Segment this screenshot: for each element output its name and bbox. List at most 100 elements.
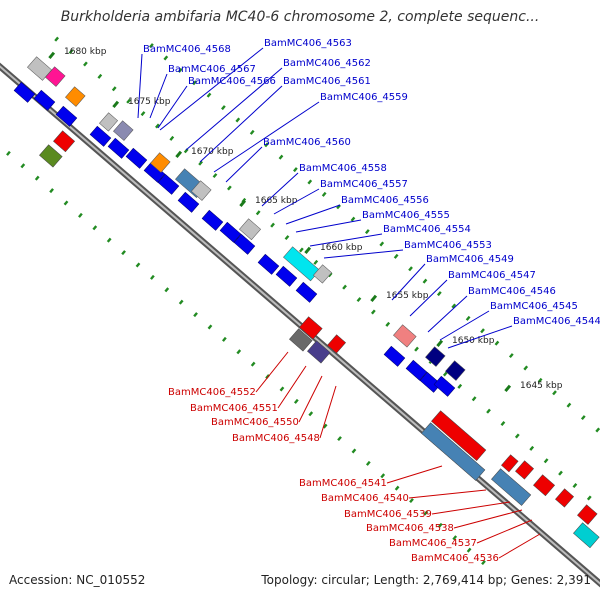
forward-label-leader xyxy=(447,325,513,349)
outer-ring-dots xyxy=(393,253,399,259)
reverse-ring-dots xyxy=(466,547,472,553)
reverse-ring-dots xyxy=(106,237,112,243)
forward-ring-dots xyxy=(169,135,175,141)
forward-gene-block xyxy=(383,345,406,367)
forward-gene-feature xyxy=(45,66,66,87)
forward-gene-block xyxy=(295,281,318,303)
forward-ring-dots xyxy=(313,259,319,265)
forward-label-leader xyxy=(391,263,426,301)
outer-ring-dots xyxy=(379,241,385,247)
reverse-ring-dots xyxy=(92,225,98,231)
reverse-gene-label: BamMC406_4552 xyxy=(168,387,256,398)
reverse-label-leader xyxy=(319,385,337,439)
outer-ring-dots xyxy=(595,427,600,433)
reverse-gene-label: BamMC406_4548 xyxy=(232,433,320,444)
reverse-ring-dots xyxy=(250,361,256,367)
forward-ring-dots xyxy=(471,396,477,402)
reverse-gene-label: BamMC406_4539 xyxy=(344,509,432,520)
reverse-ring-dots xyxy=(365,460,371,466)
forward-ring-dots xyxy=(586,495,592,501)
forward-gene-label: BamMC406_4544 xyxy=(513,316,600,327)
kbp-tick-mark xyxy=(370,294,378,303)
reverse-gene-feature xyxy=(327,334,347,354)
forward-gene-label: BamMC406_4555 xyxy=(362,210,450,221)
kbp-tick-label: 1650 kbp xyxy=(452,336,495,346)
reverse-ring-dots xyxy=(63,200,69,206)
reverse-ring-dots xyxy=(394,485,400,491)
forward-gene-block xyxy=(55,105,78,127)
reverse-ring-dots xyxy=(34,175,40,181)
reverse-gene-feature xyxy=(421,422,486,481)
reverse-gene-feature xyxy=(573,522,600,549)
forward-label-leader xyxy=(427,295,468,333)
forward-gene-block xyxy=(177,191,200,213)
outer-ring-dots xyxy=(537,377,543,383)
reverse-ring-dots xyxy=(293,398,299,404)
forward-gene-feature xyxy=(313,264,333,284)
forward-ring-dots xyxy=(183,148,189,154)
outer-ring-dots xyxy=(350,216,356,222)
forward-label-leader xyxy=(225,146,263,183)
outer-ring-dots xyxy=(192,80,197,86)
forward-label-leader xyxy=(157,85,188,129)
outer-ring-dots xyxy=(480,328,485,334)
forward-ring-dots xyxy=(558,470,563,476)
forward-gene-feature xyxy=(113,120,134,141)
forward-gene-label: BamMC406_4568 xyxy=(143,44,231,55)
outer-ring-dots xyxy=(149,43,154,49)
kbp-tick-label: 1660 kbp xyxy=(320,243,363,253)
forward-ring-dots xyxy=(126,98,131,104)
outer-ring-dots xyxy=(408,266,413,272)
reverse-ring-dots xyxy=(49,188,54,194)
forward-ring-dots xyxy=(140,111,146,117)
outer-ring-dots xyxy=(436,291,442,297)
reverse-ring-dots xyxy=(150,274,155,280)
forward-ring-dots xyxy=(442,371,448,377)
reverse-gene-label: BamMC406_4551 xyxy=(190,403,278,414)
forward-ring-dots xyxy=(97,73,103,79)
forward-gene-label: BamMC406_4547 xyxy=(448,270,536,281)
reverse-gene-feature xyxy=(431,410,487,461)
reverse-ring-dots xyxy=(337,436,342,442)
reverse-ring-dots xyxy=(236,349,242,355)
forward-label-leader xyxy=(261,172,299,207)
forward-ring-dots xyxy=(83,61,88,67)
reverse-ring-dots xyxy=(481,560,486,566)
reverse-label-leader xyxy=(431,501,511,515)
outer-ring-dots xyxy=(321,191,327,197)
reverse-ring-dots xyxy=(6,150,11,156)
reverse-gene-feature xyxy=(39,144,63,168)
kbp-tick-label: 1645 kbp xyxy=(520,381,563,391)
forward-gene-label: BamMC406_4553 xyxy=(404,240,492,251)
kbp-tick-mark xyxy=(504,384,512,393)
reverse-ring-dots xyxy=(20,163,26,169)
reverse-label-leader xyxy=(498,533,541,559)
reverse-ring-dots xyxy=(135,262,141,268)
forward-label-leader xyxy=(149,73,168,119)
forward-ring-dots xyxy=(198,160,203,166)
forward-ring-dots xyxy=(284,235,290,241)
outer-ring-dots xyxy=(163,55,169,61)
kbp-tick-label: 1680 kbp xyxy=(64,47,107,57)
reverse-gene-feature xyxy=(515,460,535,480)
reverse-ring-dots xyxy=(178,299,184,305)
forward-gene-label: BamMC406_4545 xyxy=(490,301,578,312)
forward-ring-dots xyxy=(111,86,117,92)
forward-ring-dots xyxy=(270,222,275,228)
outer-ring-dots xyxy=(451,303,457,309)
forward-ring-dots xyxy=(385,321,391,327)
forward-label-leader xyxy=(199,85,283,163)
forward-gene-block xyxy=(233,233,256,255)
reverse-ring-dots xyxy=(452,535,458,541)
reverse-gene-feature xyxy=(501,454,519,473)
outer-ring-dots xyxy=(307,179,313,185)
forward-gene-block xyxy=(405,359,428,381)
outer-ring-dots xyxy=(523,365,529,371)
reverse-gene-feature xyxy=(307,340,331,364)
gene-labels: BamMC406_4568BamMC406_4563BamMC406_4567B… xyxy=(143,38,600,564)
forward-ring-dots xyxy=(514,433,520,439)
kbp-tick-mark xyxy=(239,199,247,208)
forward-gene-block xyxy=(433,375,456,397)
reverse-gene-label: BamMC406_4537 xyxy=(389,538,477,549)
reverse-label-leader xyxy=(298,375,323,423)
